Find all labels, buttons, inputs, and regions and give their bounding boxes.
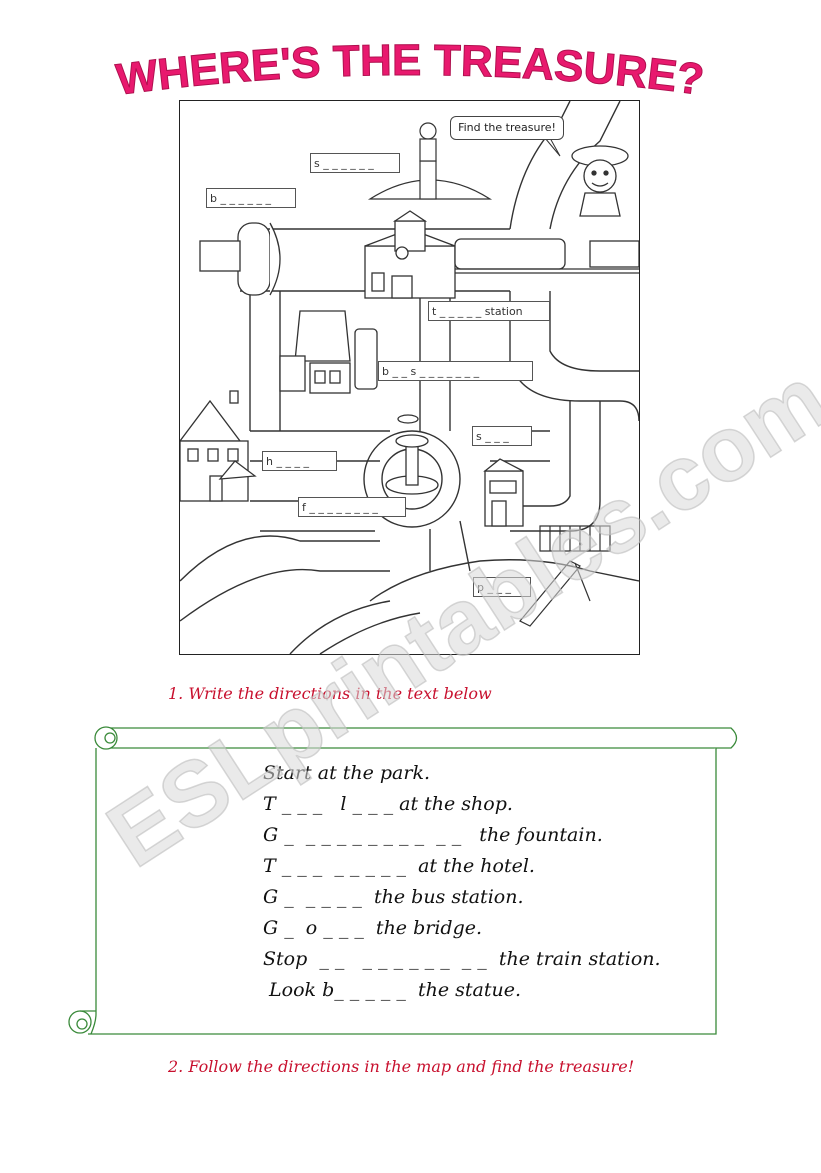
instruction-step-1: 1. Write the directions in the text belo… (168, 684, 492, 703)
scroll-frame (68, 726, 738, 1035)
title-text: WHERE'S THE TREASURE? (113, 40, 707, 105)
fountain-label: f _ _ _ _ _ _ _ _ (298, 497, 406, 517)
direction-line: T _ _ _ l _ _ _ at the shop. (263, 793, 513, 815)
hotel-label: h _ _ _ _ (262, 451, 337, 471)
direction-line: Stop _ _ _ _ _ _ _ _ _ _ the train stati… (263, 948, 661, 970)
direction-line: G _ _ _ _ _ _ _ _ _ _ _ the fountain. (263, 824, 603, 846)
park-label: p _ _ _ (473, 577, 531, 597)
instruction-step-2: 2. Follow the directions in the map and … (168, 1057, 635, 1076)
town-map: Find the treasure! s _ _ _ _ _ _ b _ _ _… (179, 100, 640, 655)
direction-line: Start at the park. (263, 762, 431, 784)
svg-text:WHERE'S THE TREASURE?: WHERE'S THE TREASURE? (113, 40, 706, 105)
bridge-label: b _ _ _ _ _ _ (206, 188, 296, 208)
direction-line: Look b_ _ _ _ _ the statue. (263, 979, 522, 1001)
direction-line: G _ _ _ _ _ the bus station. (263, 886, 524, 908)
directions-scroll (66, 722, 744, 1040)
worksheet-title: WHERE'S THE TREASURE? (0, 40, 821, 110)
bus-station-label: b _ _ s _ _ _ _ _ _ _ (378, 361, 533, 381)
train-station-label: t _ _ _ _ _ station (428, 301, 550, 321)
direction-line: G _ o _ _ _ the bridge. (263, 917, 483, 939)
speech-bubble: Find the treasure! (450, 116, 564, 140)
directions-list: Start at the park. T _ _ _ l _ _ _ at th… (263, 758, 661, 1006)
direction-line: T _ _ _ _ _ _ _ _ at the hotel. (263, 855, 535, 877)
shop-label: s _ _ _ (472, 426, 532, 446)
statue-label: s _ _ _ _ _ _ (310, 153, 400, 173)
